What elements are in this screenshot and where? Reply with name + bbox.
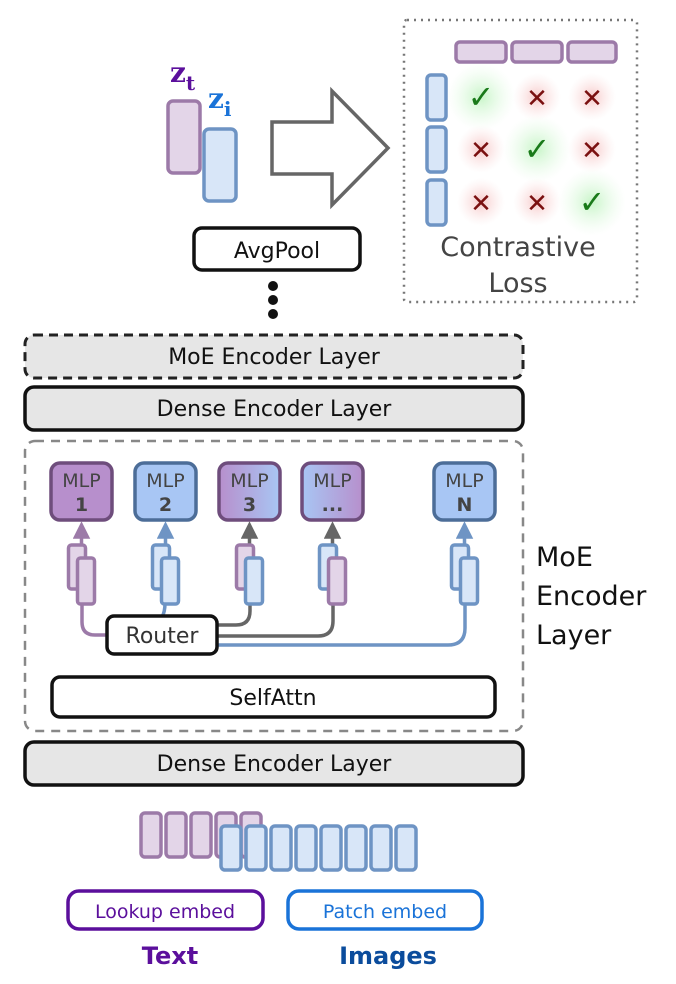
moe-encoder-side-label: MoE Encoder Layer [536, 542, 647, 651]
dense-encoder-layer-top: Dense Encoder Layer [23, 385, 525, 432]
route-to-mlp-1 [80, 603, 106, 637]
cross-icon: ✕ [581, 136, 603, 166]
check-icon: ✓ [579, 183, 606, 221]
route-to-mlp-ellipsis [218, 603, 335, 638]
side-label-line-2: Encoder [536, 581, 647, 612]
expert-mlp-4: MLP... [300, 461, 365, 606]
text-token [189, 811, 213, 859]
input-tokens [139, 811, 418, 872]
patch-embed-block: Patch embed [286, 889, 484, 931]
expert-name: MLP [445, 470, 483, 492]
image-patch-token [344, 824, 368, 872]
text-embed-col-1 [454, 40, 508, 64]
mismatch-cross-cell: ✕ [568, 125, 616, 173]
side-label-line-1: MoE [536, 542, 593, 573]
big-right-arrow-icon [270, 86, 391, 210]
similarity-matrix: ✓ ✕ ✕ ✕ ✓ ✕ ✕ ✕ ✓ [447, 63, 626, 236]
text-embed-col-3 [566, 40, 618, 64]
side-label-line-3: Layer [536, 620, 612, 651]
expert-index: N [457, 494, 473, 516]
image-patch-token [244, 824, 268, 872]
image-embed-row-2 [425, 125, 448, 174]
z-i-label: zi [208, 82, 232, 121]
routed-token-front [243, 556, 265, 606]
cross-icon: ✕ [526, 84, 548, 114]
selfattn-block: SelfAttn [50, 675, 497, 719]
match-check-cell: ✓ [558, 168, 626, 236]
image-embed-row-3 [425, 178, 448, 227]
text-modality-label: Text [142, 942, 198, 970]
expert-index: 3 [243, 494, 256, 516]
dense-encoder-layer-bottom-label: Dense Encoder Layer [157, 752, 393, 777]
lookup-embed-block: Lookup embed [66, 889, 265, 931]
patch-embed-label: Patch embed [323, 901, 447, 923]
selfattn-label: SelfAttn [229, 686, 316, 711]
check-icon: ✓ [468, 78, 495, 116]
match-check-cell: ✓ [503, 115, 571, 183]
dense-encoder-layer-bottom: Dense Encoder Layer [23, 740, 525, 787]
contrastive-loss-panel: ✓ ✕ ✕ ✕ ✓ ✕ ✕ ✕ ✓ Contrastive Loss [402, 18, 639, 304]
avgpool-block: AvgPool [192, 226, 362, 272]
ellipsis-dots-icon [268, 281, 278, 319]
cross-icon: ✕ [470, 136, 492, 166]
image-embed-row-1 [425, 73, 448, 122]
mismatch-cross-cell: ✕ [457, 125, 505, 173]
cross-icon: ✕ [581, 84, 603, 114]
pooled-embeddings: zt zi [166, 56, 238, 203]
routing-lines [80, 602, 467, 647]
image-patch-token [319, 824, 343, 872]
z-t-label: zt [170, 56, 196, 95]
router-label: Router [126, 624, 200, 649]
moe-encoder-layer-top: MoE Encoder Layer [23, 333, 525, 380]
text-token [164, 811, 188, 859]
expert-name: MLP [62, 470, 100, 492]
image-patch-token [294, 824, 318, 872]
expert-name: MLP [146, 470, 184, 492]
expert-name: MLP [230, 470, 268, 492]
image-patch-token [369, 824, 393, 872]
contrastive-loss-title-line1: Contrastive [440, 232, 595, 263]
avgpool-label: AvgPool [234, 239, 320, 264]
expert-index: ... [322, 494, 344, 516]
dense-encoder-layer-top-label: Dense Encoder Layer [157, 397, 393, 422]
expert-index: 1 [75, 494, 88, 516]
text-token [139, 811, 163, 859]
contrastive-loss-title-line2: Loss [488, 268, 547, 299]
text-embedding-vector [166, 99, 202, 175]
routed-token-front [458, 556, 480, 606]
expert-index: 2 [159, 494, 172, 516]
image-patch-token [269, 824, 293, 872]
mismatch-cross-cell: ✕ [513, 178, 561, 226]
image-patch-token [394, 824, 418, 872]
route-to-mlp-3 [218, 603, 252, 627]
images-modality-label: Images [339, 942, 437, 970]
match-check-cell: ✓ [447, 63, 515, 131]
moe-encoder-layer-top-label: MoE Encoder Layer [168, 345, 381, 370]
check-icon: ✓ [524, 130, 551, 168]
cross-icon: ✕ [526, 189, 548, 219]
image-embedding-vector [202, 127, 238, 203]
image-patch-token [219, 824, 243, 872]
routed-token-front [159, 556, 181, 606]
route-to-mlp-n [218, 603, 467, 647]
router-block: Router [105, 614, 219, 656]
mismatch-cross-cell: ✕ [457, 178, 505, 226]
routed-token-front [75, 556, 97, 606]
cross-icon: ✕ [470, 189, 492, 219]
mismatch-cross-cell: ✕ [513, 73, 561, 121]
mismatch-cross-cell: ✕ [568, 73, 616, 121]
routed-token-front [326, 556, 348, 606]
expert-name: MLP [313, 470, 351, 492]
text-embed-col-2 [510, 40, 564, 64]
lookup-embed-label: Lookup embed [95, 901, 235, 923]
